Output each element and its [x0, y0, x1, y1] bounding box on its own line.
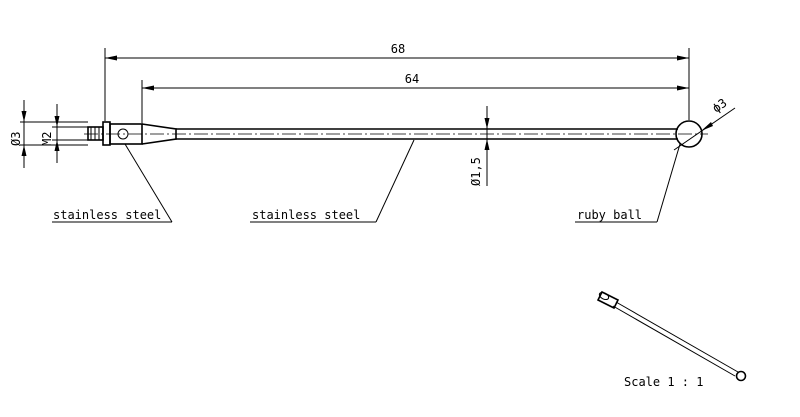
body-flange: [102, 121, 111, 146]
dimension-stem-diameter: Ø1,5: [469, 106, 490, 186]
isometric-ruby-ball: [735, 370, 747, 382]
dimension-68-text: 68: [391, 42, 405, 56]
thread-text: M2: [40, 132, 54, 146]
dimension-overall-length: 68: [104, 42, 690, 121]
stylus-side-view: [84, 120, 708, 148]
dimension-ball-diameter: ϕ3: [673, 96, 736, 151]
leader-ruby: ruby ball: [575, 143, 681, 223]
dimension-body-diameter: Ø3: [9, 100, 88, 168]
stem-material-text: stainless steel: [252, 208, 360, 222]
tip-material-text: ruby ball: [577, 208, 642, 222]
dimension-probe-length: 64: [141, 72, 689, 123]
shank-material-text: stainless steel: [53, 208, 161, 222]
dimension-thread: M2: [40, 104, 88, 163]
dimension-64-text: 64: [405, 72, 419, 86]
stem-diameter-text: Ø1,5: [469, 157, 483, 186]
scale-note: Scale 1 : 1: [624, 375, 703, 389]
leader-shank: stainless steel: [52, 143, 173, 223]
body-diameter-text: Ø3: [9, 132, 23, 146]
stylus-isometric-view: [596, 290, 747, 382]
leader-stem: stainless steel: [250, 139, 415, 223]
ball-diameter-text: ϕ3: [710, 96, 730, 116]
